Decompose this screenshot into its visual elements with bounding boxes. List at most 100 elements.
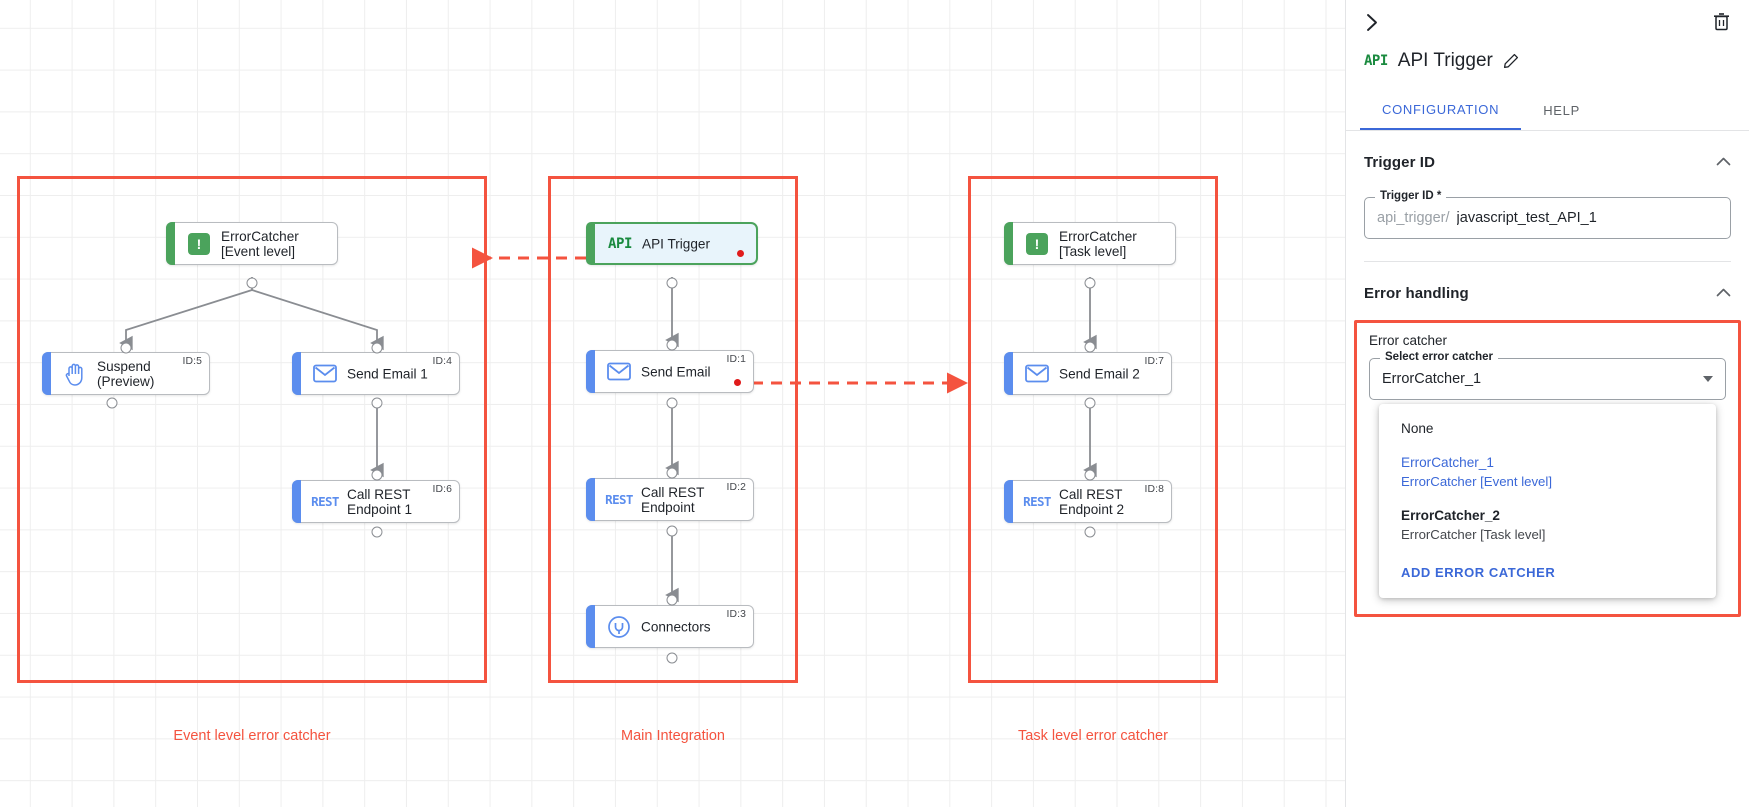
error-handling-section: Error handling [1346, 262, 1749, 302]
panel-header: API API Trigger [1346, 44, 1749, 78]
group-box[interactable] [968, 176, 1218, 683]
node-suspend[interactable]: Suspend (Preview)ID:5 [42, 352, 210, 395]
node-error-indicator[interactable] [737, 250, 744, 257]
envelope-icon [606, 359, 632, 385]
error-catcher-icon: ! [1024, 231, 1050, 257]
trash-glyph [1713, 12, 1729, 30]
trigger-id-section-header[interactable]: Trigger ID [1364, 131, 1731, 171]
group-box[interactable] [17, 176, 487, 683]
node-id-tag: ID:3 [726, 609, 746, 620]
connector-port[interactable] [371, 342, 383, 354]
node-label: ErrorCatcher [Task level] [1059, 228, 1137, 259]
trigger-id-input[interactable] [1456, 210, 1718, 226]
node-accent-bar [586, 350, 595, 393]
node-id-tag: ID:2 [726, 482, 746, 493]
node-label: Call REST Endpoint 2 [1059, 486, 1125, 517]
chevron-up-glyph [1716, 288, 1731, 297]
add-error-catcher-button[interactable]: ADD ERROR CATCHER [1401, 565, 1556, 581]
select-error-catcher-label: Select error catcher [1380, 351, 1499, 363]
connector-port[interactable] [1084, 277, 1096, 289]
node-label: Call REST Endpoint 1 [347, 486, 413, 517]
dropdown-option-title: None [1401, 421, 1434, 436]
chevron-up-glyph [1716, 157, 1731, 166]
chevron-down-icon[interactable] [1703, 376, 1713, 382]
dropdown-option-title: ErrorCatcher_2 [1401, 507, 1500, 523]
error-handling-section-header[interactable]: Error handling [1364, 262, 1731, 302]
node-label: Send Email 1 [347, 365, 428, 381]
connector-port[interactable] [666, 277, 678, 289]
connector-port[interactable] [1084, 526, 1096, 538]
connector-port[interactable] [1084, 341, 1096, 353]
panel-tabs: CONFIGURATION HELP [1346, 94, 1749, 131]
rest-icon: REST [1023, 494, 1051, 509]
connector-port[interactable] [371, 397, 383, 409]
node-errorcatcher-event[interactable]: !ErrorCatcher [Event level] [166, 222, 338, 265]
chevron-right-icon[interactable] [1358, 8, 1386, 36]
node-errorcatcher-task[interactable]: ! ErrorCatcher [Task level] [1004, 222, 1176, 265]
trash-icon[interactable] [1708, 8, 1734, 34]
node-accent-bar [586, 222, 595, 265]
pencil-icon[interactable] [1503, 53, 1519, 69]
chevron-up-icon[interactable] [1716, 153, 1731, 171]
connector-port[interactable] [666, 397, 678, 409]
node-accent-bar [166, 222, 175, 265]
envelope-icon [312, 361, 338, 387]
node-send-email[interactable]: Send Email ID:1 [586, 350, 754, 393]
node-connectors[interactable]: Connectors ID:3 [586, 605, 754, 648]
connector-port[interactable] [666, 525, 678, 537]
connector-port[interactable] [371, 526, 383, 538]
node-label: Connectors [641, 618, 711, 634]
rest-icon: REST [311, 494, 339, 509]
node-error-indicator[interactable] [734, 379, 741, 386]
node-id-tag: ID:1 [726, 354, 746, 365]
node-label: Send Email [641, 363, 711, 379]
node-label: Suspend (Preview) [97, 358, 155, 389]
api-badge-icon: API [1364, 53, 1388, 69]
node-call-rest-endpoint-1[interactable]: REST Call REST Endpoint 1 ID:6 [292, 480, 460, 523]
tab-help[interactable]: HELP [1521, 94, 1602, 130]
connector-port[interactable] [106, 397, 118, 409]
panel-toolbar [1346, 0, 1749, 44]
node-label: API Trigger [642, 235, 710, 251]
connector-port[interactable] [371, 469, 383, 481]
connector-port[interactable] [666, 594, 678, 606]
trigger-id-heading: Trigger ID [1364, 153, 1436, 171]
dropdown-option[interactable]: None [1379, 412, 1716, 446]
envelope-icon [1024, 361, 1050, 387]
node-accent-bar [1004, 352, 1013, 395]
node-accent-bar [1004, 480, 1013, 523]
error-catcher-icon: ! [186, 231, 212, 257]
connector-port[interactable] [666, 339, 678, 351]
node-accent-bar [1004, 222, 1013, 265]
connectors-icon [606, 614, 632, 640]
connector-port[interactable] [246, 277, 258, 289]
connector-port[interactable] [120, 342, 132, 354]
error-catcher-highlight: Error catcher Select error catcher Error… [1354, 320, 1741, 618]
connector-port[interactable] [666, 467, 678, 479]
group-box[interactable] [548, 176, 798, 683]
node-id-tag: ID:6 [432, 484, 452, 495]
connector-port[interactable] [666, 652, 678, 664]
tab-configuration[interactable]: CONFIGURATION [1360, 94, 1522, 130]
select-error-catcher[interactable]: Select error catcher ErrorCatcher_1 [1369, 351, 1726, 400]
dropdown-option-subtitle: ErrorCatcher [Task level] [1401, 527, 1546, 543]
node-label: Call REST Endpoint [641, 484, 705, 515]
dropdown-option-title: ErrorCatcher_1 [1401, 454, 1494, 470]
page-title: API Trigger [1397, 50, 1493, 71]
trigger-id-prefix: api_trigger/ [1377, 210, 1450, 226]
connector-port[interactable] [1084, 469, 1096, 481]
chevron-up-icon[interactable] [1716, 284, 1731, 302]
trigger-id-section: Trigger ID Trigger ID * api_trigger/ [1346, 131, 1749, 262]
connector-port[interactable] [1084, 397, 1096, 409]
trigger-id-field[interactable]: Trigger ID * api_trigger/ [1364, 190, 1731, 239]
